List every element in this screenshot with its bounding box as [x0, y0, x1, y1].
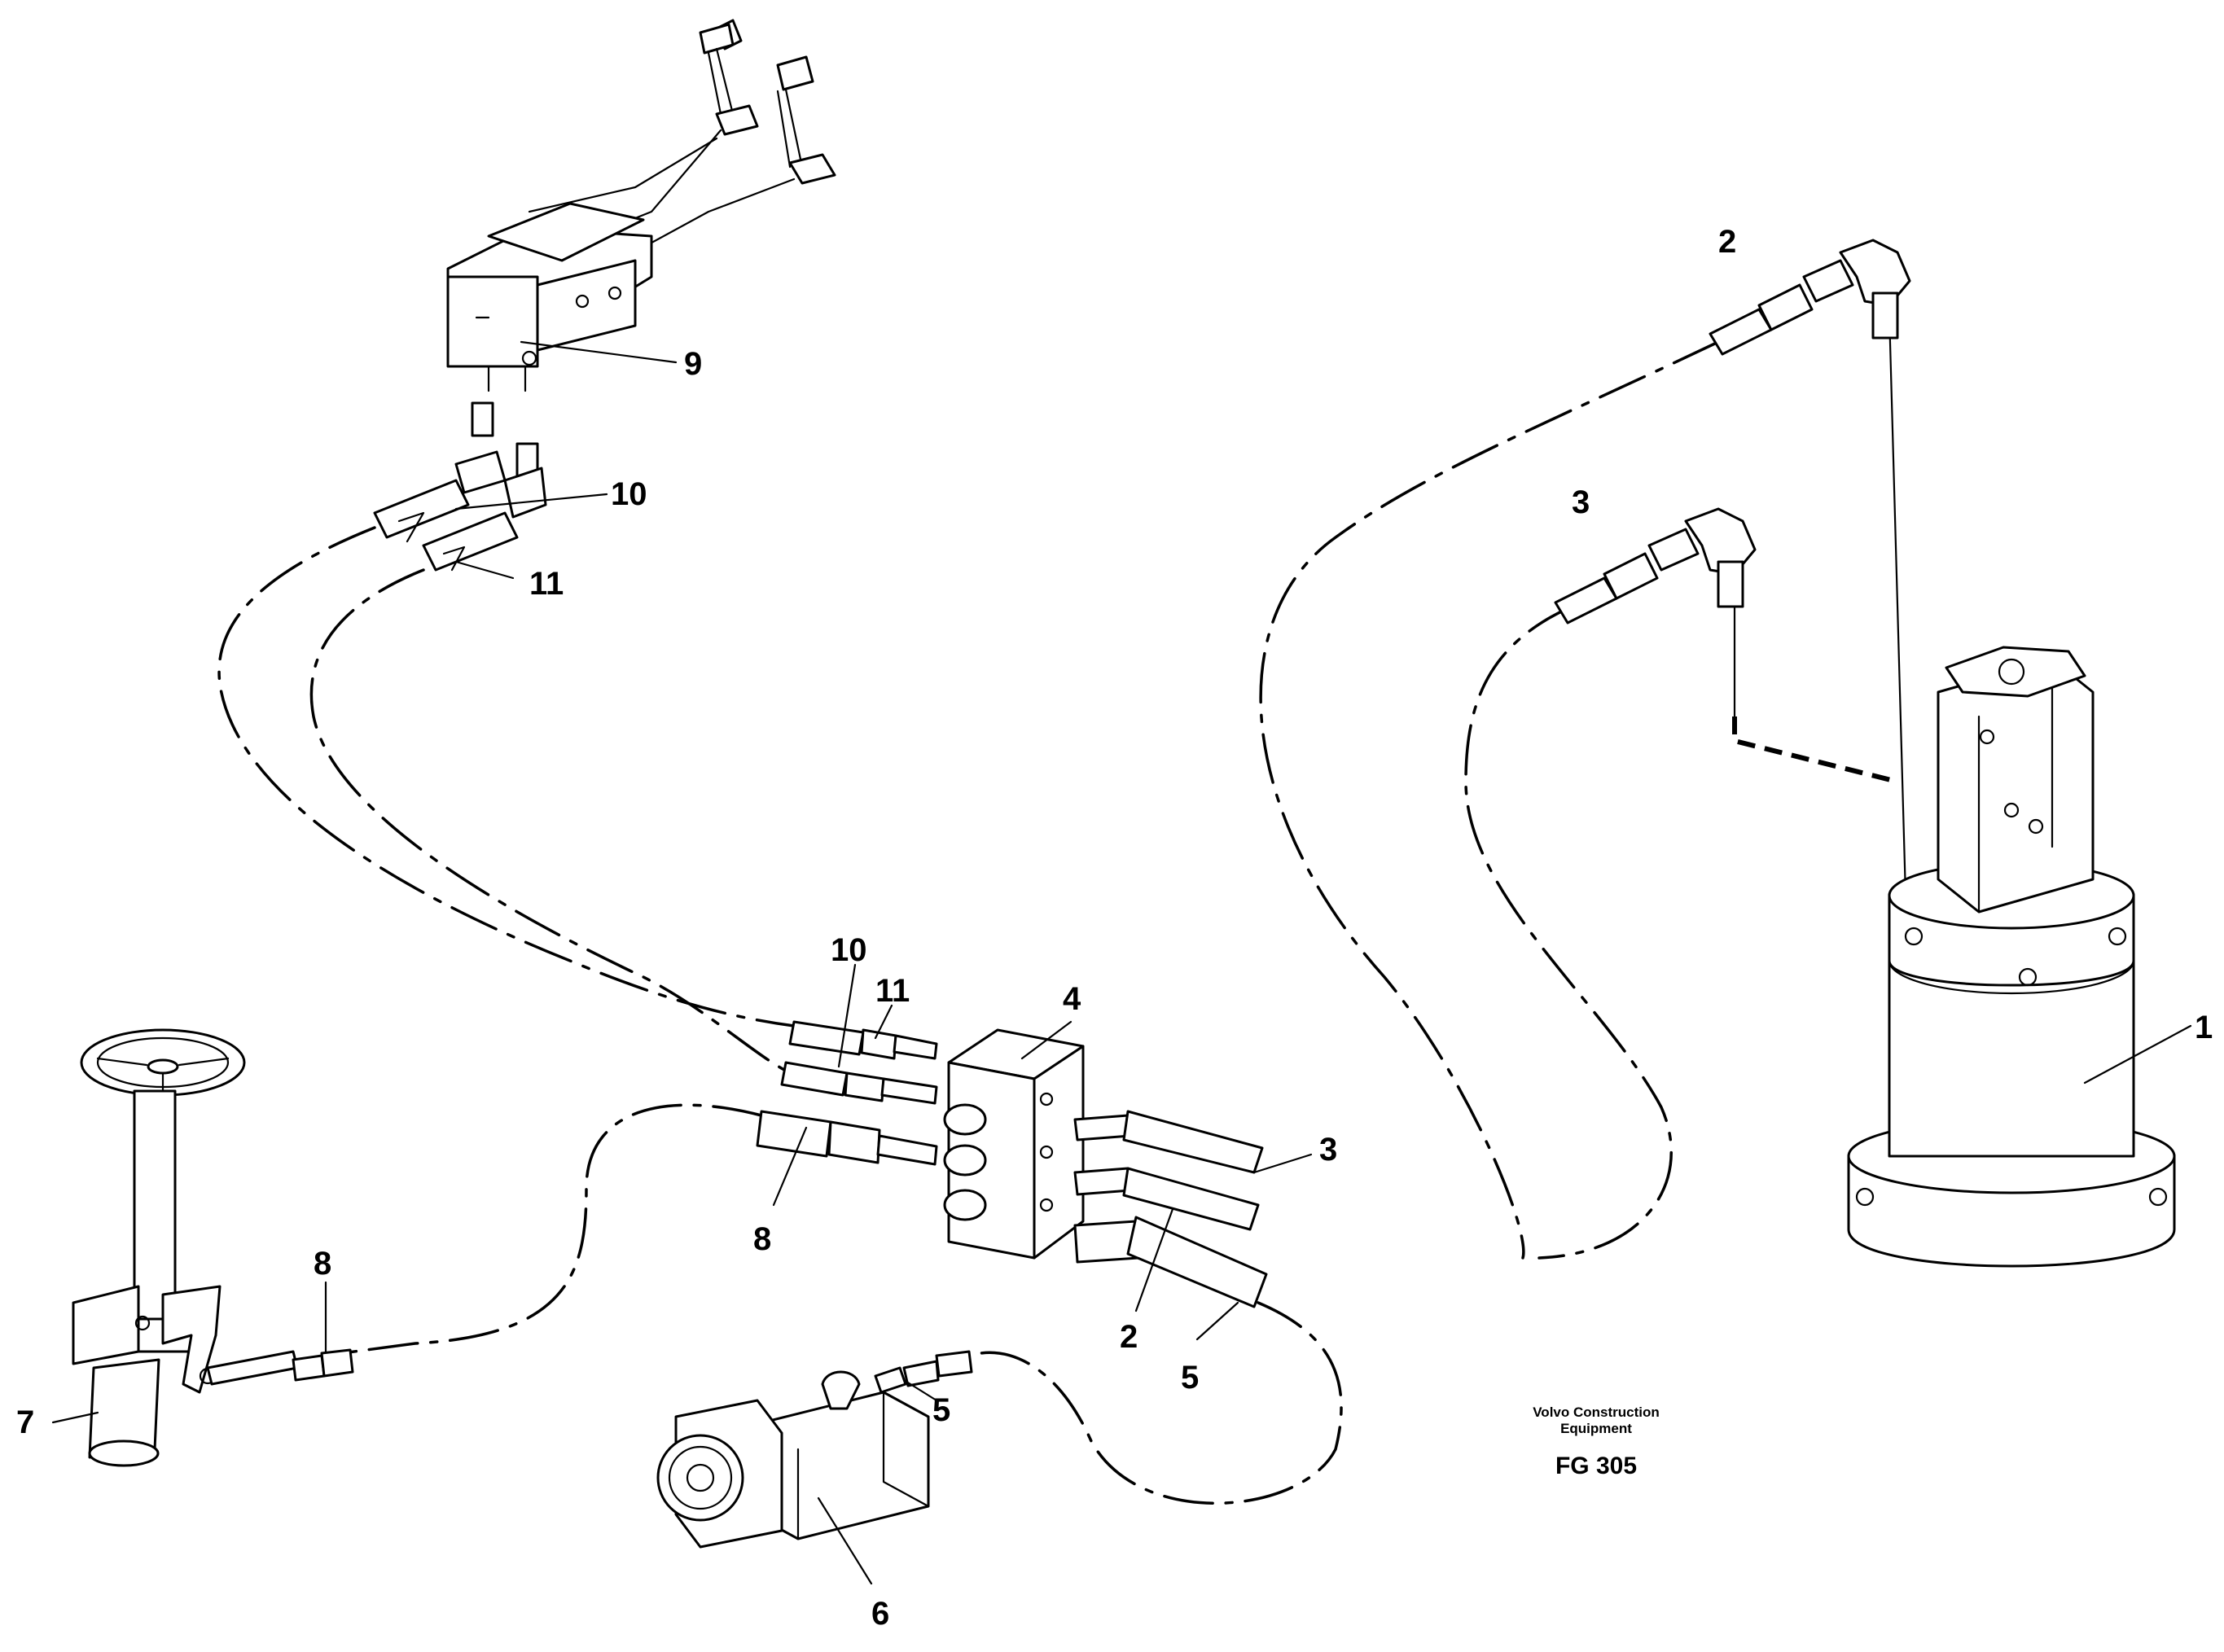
caption-line-1: Volvo Construction: [1533, 1404, 1660, 1420]
callout-11-top: 11: [529, 566, 564, 602]
leader-5-pump: [902, 1378, 938, 1402]
pedal-valve-fittings: [373, 401, 547, 572]
leader-6: [817, 1496, 873, 1585]
callout-2-top: 2: [1718, 224, 1736, 260]
callout-8-mid: 8: [753, 1221, 771, 1257]
distribution-block: [943, 1028, 1085, 1260]
callout-5-pump: 5: [932, 1392, 950, 1428]
leader-8-mid: [772, 1126, 808, 1207]
callout-5-mid: 5: [1181, 1360, 1199, 1396]
callout-4: 4: [1063, 981, 1081, 1017]
leader-1: [2083, 1024, 2192, 1085]
leader-11-mid: [874, 1004, 893, 1040]
diagram-caption: Volvo Construction Equipment FG 305: [1533, 1404, 1660, 1479]
callout-10-top: 10: [611, 476, 647, 512]
leader-3-mid: [1252, 1153, 1313, 1174]
callout-9: 9: [684, 346, 702, 382]
callout-labels: 1 2 2 3 3 4 5 5 6 7 8 8 9 10 10 11 11: [16, 224, 2213, 1632]
hose-11-route: [309, 568, 796, 1076]
leader-5-mid: [1195, 1301, 1239, 1341]
hose-5-route: [967, 1301, 1343, 1505]
block-right-fittings: [1073, 1110, 1268, 1308]
callout-3-top: 3: [1572, 484, 1590, 520]
callout-1: 1: [2195, 1010, 2213, 1045]
hose-routes: [217, 312, 1907, 1505]
hose-10-route: [217, 526, 796, 1028]
steering-valve: [72, 1028, 299, 1467]
leader-4: [1020, 1020, 1073, 1060]
callout-2-mid: 2: [1120, 1319, 1138, 1355]
callout-10-mid: 10: [831, 932, 867, 968]
callout-8-left: 8: [314, 1246, 331, 1282]
block-left-fittings: [756, 1020, 938, 1166]
callout-6: 6: [871, 1596, 889, 1632]
swing-motor: [1847, 646, 2176, 1268]
elbow-fitting-3: [1554, 507, 1757, 624]
callout-3-mid: 3: [1319, 1132, 1337, 1168]
caption-line-2: Equipment: [1560, 1421, 1632, 1436]
callout-11-mid: 11: [875, 973, 910, 1009]
leader-2-mid: [1134, 1207, 1174, 1312]
leader-7: [51, 1411, 99, 1424]
hydraulic-pump: [656, 1350, 973, 1549]
hose-2-route: [1259, 340, 1720, 1260]
leader-9: [520, 340, 678, 364]
hose-8-route: [340, 1103, 763, 1355]
pedal-valve: [446, 19, 836, 392]
leader-11-top: [454, 560, 515, 580]
callout-7: 7: [16, 1404, 34, 1440]
leader-10-mid: [837, 963, 857, 1068]
pilot-line-2: [1888, 312, 1907, 897]
pilot-line-dashed: [1732, 716, 1898, 784]
elbow-fitting-2: [1709, 239, 1911, 356]
hose-8-end: [292, 1348, 354, 1382]
leader-10-top: [454, 493, 608, 510]
hose-3-route: [1464, 605, 1673, 1260]
figure-code: FG 305: [1555, 1453, 1637, 1479]
